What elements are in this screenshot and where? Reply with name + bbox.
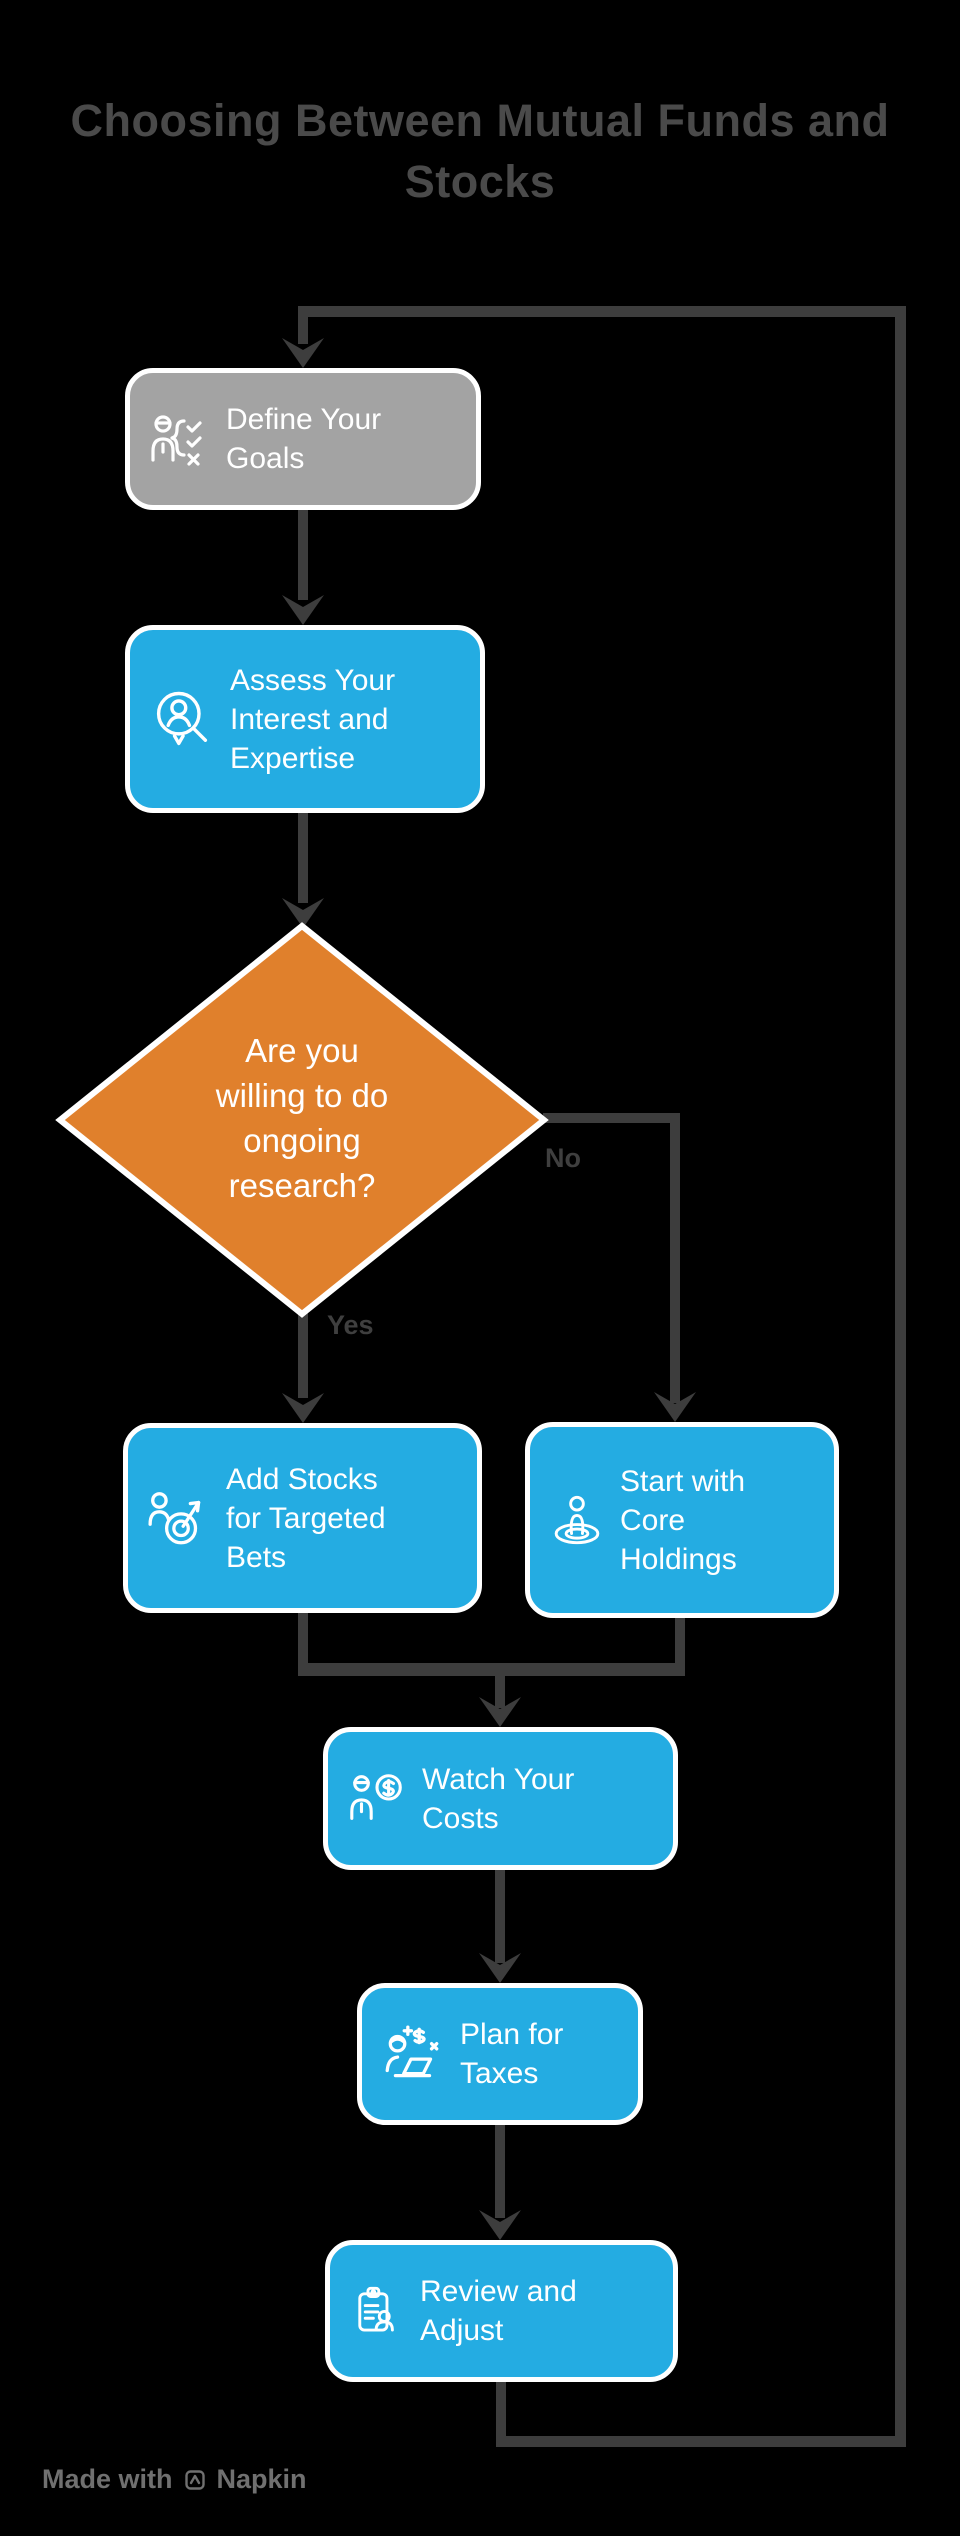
edge-into-define xyxy=(298,308,308,344)
edge-review-out xyxy=(496,2382,506,2442)
edge-loopback-bottom xyxy=(496,2436,906,2447)
arrowhead xyxy=(282,898,324,928)
person-magnifier-icon xyxy=(148,685,216,753)
arrowhead xyxy=(282,338,324,368)
napkin-logo-icon xyxy=(184,2469,205,2490)
decision-diamond xyxy=(55,922,549,1318)
clipboard-person-icon xyxy=(348,2282,406,2340)
edge-loopback-top xyxy=(298,306,905,317)
person-checklist-icon xyxy=(148,407,212,471)
person-laptop-dollar-icon xyxy=(380,2021,446,2087)
arrowhead xyxy=(479,2210,521,2240)
arrowhead xyxy=(479,1697,521,1727)
edge-assess-decision xyxy=(298,810,308,903)
arrowhead xyxy=(479,1953,521,1983)
edge-watch-plan xyxy=(495,1868,505,1963)
person-on-target-icon xyxy=(548,1491,606,1549)
edge-yes xyxy=(298,1306,308,1398)
person-target-dart-icon xyxy=(146,1485,212,1551)
watermark-text: Made with xyxy=(42,2464,173,2494)
watermark: Made with Napkin xyxy=(42,2464,307,2495)
arrowhead xyxy=(282,1393,324,1423)
edge-label-no: No xyxy=(545,1143,581,1173)
edge-loopback-right xyxy=(895,306,906,2447)
person-coin-icon xyxy=(346,1768,408,1830)
arrowhead xyxy=(654,1392,696,1422)
edge-addstocks-out xyxy=(298,1610,308,1670)
edge-core-out xyxy=(675,1615,685,1670)
edge-merge-bar xyxy=(298,1663,685,1676)
edge-define-assess xyxy=(298,508,308,600)
edge-label-yes: Yes xyxy=(327,1310,374,1340)
edge-no-horizontal xyxy=(543,1113,680,1123)
arrowhead xyxy=(282,595,324,625)
edge-merge-drop xyxy=(495,1670,505,1708)
edge-plan-review xyxy=(495,2123,505,2218)
edge-no-vertical xyxy=(670,1113,680,1403)
watermark-brand: Napkin xyxy=(216,2464,307,2494)
